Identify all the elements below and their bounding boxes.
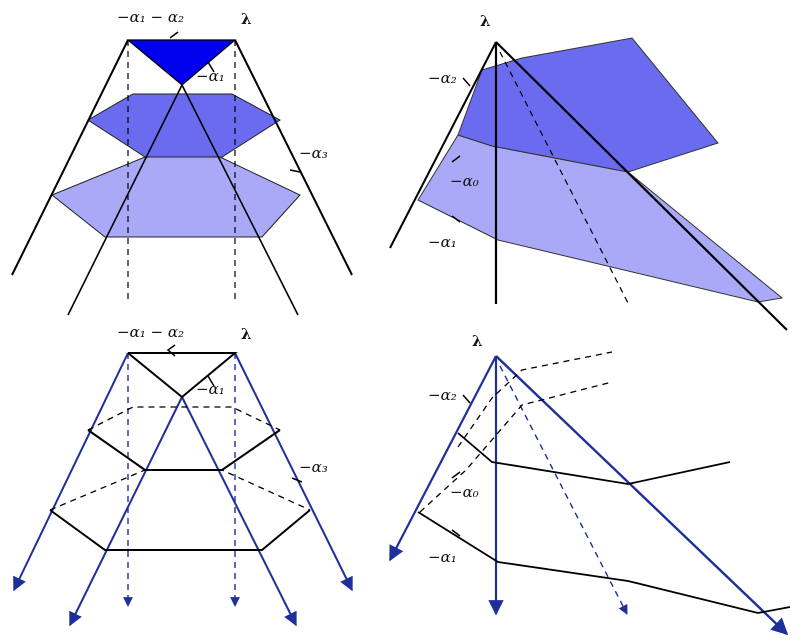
tick-mark [451, 155, 461, 163]
tick-mark [289, 169, 301, 173]
panel-top-right: λ −α₂ −α₀ −α₁ [389, 12, 788, 331]
tick-mark [207, 61, 215, 73]
label-neg-alpha3: −α₃ [299, 458, 328, 476]
label-neg-alpha0: −α₀ [450, 483, 479, 501]
lower-hexagon-dashed [49, 469, 311, 511]
dashed-arrow-diagonal [499, 365, 628, 615]
panel-top-left: −α₁ − α₂ λ −α₁ −α₃ [11, 8, 353, 316]
mid-hexagon [87, 93, 281, 158]
label-lambda: λ [241, 10, 252, 28]
label-neg-alpha0: −α₀ [450, 172, 479, 190]
arrow-line-outer-left [13, 352, 129, 592]
label-neg-alpha1: −α₁ [196, 67, 225, 85]
label-neg-alpha2: −α₂ [428, 69, 457, 87]
arrow-axis-left [389, 355, 497, 562]
label-neg-alpha1: −α₁ [428, 233, 457, 251]
tick-mark [169, 31, 179, 39]
label-lambda: λ [472, 332, 483, 350]
solid-polyline-lower [417, 511, 791, 614]
axis-diagonal-line [495, 41, 788, 331]
tick-mark [207, 375, 215, 387]
label-neg-alpha1: −α₁ [196, 380, 225, 398]
cone-line-right [234, 39, 353, 276]
tick-mark [451, 529, 461, 537]
label-neg-alpha1: −α₁ [428, 548, 457, 566]
solid-polyline-upper [457, 432, 731, 485]
label-neg-alpha1-alpha2: −α₁ − α₂ [117, 323, 184, 341]
arrow-line-inner-right [181, 396, 297, 627]
inner-line-left [67, 84, 183, 316]
tick-mark [291, 477, 303, 483]
tick-mark [451, 471, 461, 479]
arrow-axis-diagonal [495, 355, 789, 636]
axis-left-line [389, 41, 497, 249]
mid-polygon [457, 37, 719, 173]
arrow-line-inner-left [69, 396, 183, 627]
label-lambda: λ [480, 12, 491, 30]
mid-hexagon-solid [87, 429, 281, 471]
label-neg-alpha1-alpha2: −α₁ − α₂ [117, 8, 184, 26]
panel-bottom-right: λ −α₂ −α₀ −α₁ [389, 332, 791, 636]
label-lambda: λ [241, 325, 252, 343]
arrow-line-outer-right [234, 352, 353, 592]
label-neg-alpha2: −α₂ [428, 386, 457, 404]
dashed-construction-upper [457, 351, 613, 448]
cone-line-left [11, 39, 129, 276]
tick-mark [462, 394, 471, 404]
light-hexagon [51, 156, 301, 238]
inner-line-right [181, 84, 299, 316]
lower-hexagon-solid [49, 509, 311, 551]
tick-mark [451, 215, 461, 223]
tick-mark [166, 344, 176, 357]
triangle-outline [127, 352, 238, 399]
mid-hexagon-dashed [87, 406, 281, 431]
label-neg-alpha3: −α₃ [299, 144, 328, 162]
panel-bottom-left: −α₁ − α₂ λ −α₁ −α₃ [13, 323, 353, 627]
tick-mark [462, 77, 471, 87]
dashed-diagonal [499, 51, 629, 304]
